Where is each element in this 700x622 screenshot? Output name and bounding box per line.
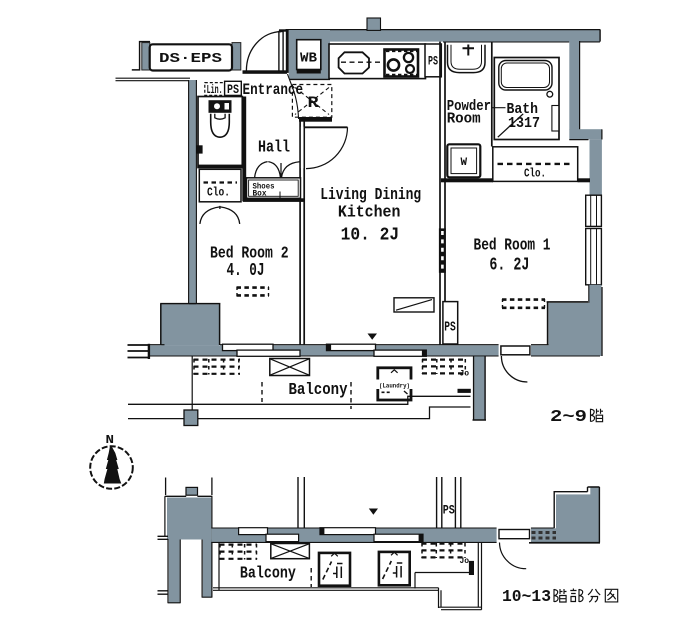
svg-text:PS: PS [443,503,455,518]
svg-text:(Laundry): (Laundry) [379,383,410,390]
svg-text:Entrance: Entrance [243,81,304,99]
svg-text:1317: 1317 [508,115,540,132]
svg-text:Hall: Hall [258,137,290,156]
svg-text:Box: Box [253,189,267,199]
svg-text:Bed Room 1: Bed Room 1 [474,236,551,255]
svg-text:4. 0J: 4. 0J [227,261,265,281]
svg-text:Room: Room [447,112,481,128]
svg-text:Jo: Jo [460,370,470,379]
svg-text:6. 2J: 6. 2J [489,255,529,275]
svg-text:Clo.: Clo. [207,186,230,200]
svg-text:PS: PS [227,83,239,97]
svg-text:Bed Room 2: Bed Room 2 [210,245,289,264]
svg-text:PS: PS [428,54,438,69]
svg-text:DS·EPS: DS·EPS [159,52,222,67]
svg-text:Lin.: Lin. [207,83,223,97]
svg-text:Living Dining: Living Dining [320,186,421,205]
svg-text:PS: PS [444,320,456,336]
svg-text:Bath: Bath [507,102,539,118]
svg-text:Powder: Powder [447,99,491,115]
svg-text:Shoes: Shoes [253,181,275,191]
svg-text:10. 2J: 10. 2J [341,226,400,246]
svg-text:10~13: 10~13 [502,588,551,607]
svg-text:Balcony: Balcony [289,380,348,399]
svg-text:N: N [106,433,115,447]
svg-text:R: R [308,94,320,112]
svg-text:Jo: Jo [460,557,470,566]
svg-text:Balcony: Balcony [240,563,296,582]
svg-text:WB: WB [300,51,317,66]
svg-text:2~9: 2~9 [550,408,587,427]
svg-text:Clo.: Clo. [524,167,546,181]
svg-text:Kitchen: Kitchen [338,204,401,223]
svg-text:W: W [460,157,467,169]
